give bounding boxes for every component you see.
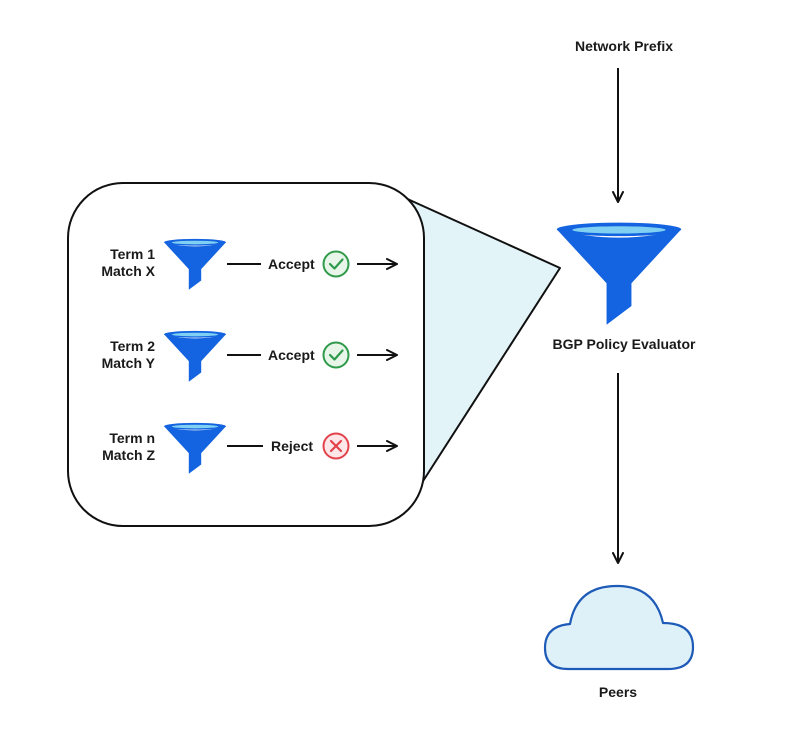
peers-label: Peers — [599, 684, 637, 700]
check-circle-icon — [322, 250, 350, 278]
policy-term-row: Term n Match Z Reject — [102, 422, 398, 474]
x-circle-icon — [322, 432, 350, 460]
match-label: Match Z — [102, 447, 155, 463]
policy-term-row: Term 1 Match X Accept — [101, 238, 398, 290]
bgp-policy-evaluator-funnel-icon — [556, 222, 682, 325]
check-circle-icon — [322, 341, 350, 369]
action-label: Accept — [268, 256, 315, 272]
match-label: Match Y — [102, 355, 156, 371]
match-label: Match X — [101, 263, 155, 279]
cloud-icon — [543, 584, 695, 671]
term-label: Term 1 — [110, 246, 155, 262]
bgp-policy-evaluator-label: BGP Policy Evaluator — [553, 336, 696, 352]
term-label: Term 2 — [110, 338, 155, 354]
term-label: Term n — [109, 430, 155, 446]
action-label: Reject — [271, 438, 313, 454]
policy-term-row: Term 2 Match Y Accept — [102, 330, 398, 382]
network-prefix-label: Network Prefix — [575, 38, 673, 54]
action-label: Accept — [268, 347, 315, 363]
